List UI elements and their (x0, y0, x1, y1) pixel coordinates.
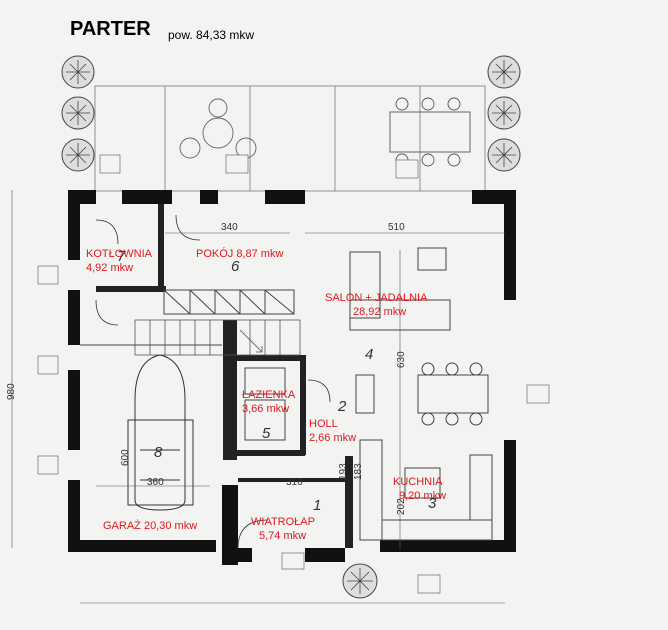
sofa (349, 247, 451, 414)
room-label-kuchnia: KUCHNIA 9,20 mkw (393, 475, 446, 503)
room-label-holl: HOLL 2,66 mkw (309, 417, 356, 445)
dimension-label: 316 (286, 477, 303, 488)
car-icon (127, 354, 194, 511)
dimension-label: 980 (6, 383, 17, 400)
room-name: SALON + JADALNIA (325, 292, 428, 304)
room-number: 4 (365, 346, 374, 363)
room-area: 3,66 mkw (242, 403, 290, 415)
room-area: 9,20 mkw (399, 490, 447, 502)
room-area: 5,74 mkw (259, 530, 307, 542)
room-area: 28,92 mkw (353, 306, 407, 318)
room-name: WIATROŁAP (251, 516, 315, 528)
doors (95, 214, 331, 549)
room-name: KOTŁOWNIA (86, 248, 153, 260)
dimension-label: 193 (338, 463, 349, 480)
dimension-label: 600 (120, 449, 131, 466)
room-name: HOLL (309, 418, 338, 430)
room-label-salon: SALON + JADALNIA 28,92 mkw (325, 291, 427, 319)
room-area: 2,66 mkw (309, 432, 357, 444)
stairs (134, 319, 301, 356)
room-label-lazienka: ŁAZIENKA 3,66 mkw (242, 388, 295, 416)
dimension-label: 340 (221, 222, 238, 233)
kitchen-counter (359, 439, 493, 541)
room-label-garaz: GARAŻ 20,30 mkw (103, 519, 197, 533)
dining-table (417, 362, 489, 426)
exterior-walls (68, 190, 516, 565)
terrace-dining-table (389, 97, 471, 167)
page-title: PARTER (70, 18, 151, 40)
terrace-table (179, 98, 257, 159)
room-area: 4,92 mkw (86, 262, 134, 274)
room-label-wiatrolap: WIATROŁAP 5,74 mkw (251, 515, 315, 543)
room-name: GARAŻ 20,30 mkw (103, 520, 198, 532)
room-number: 2 (338, 398, 347, 415)
room-number: 8 (154, 444, 163, 461)
room-number: 5 (262, 425, 271, 442)
room-name: KUCHNIA (393, 476, 443, 488)
dimension-lines (11, 190, 505, 604)
room-number: 6 (231, 258, 240, 275)
dimension-label: 360 (147, 477, 164, 488)
room-name: ŁAZIENKA (242, 389, 296, 401)
room-number: 1 (313, 497, 322, 514)
dimension-label: 630 (396, 351, 407, 368)
room-label-kotlownia: KOTŁOWNIA 4,92 mkw (86, 247, 152, 275)
page-subtitle: pow. 84,33 mkw (168, 28, 255, 42)
room-label-pokoj: POKÓJ 8,87 mkw (196, 247, 283, 261)
room-number: 3 (428, 495, 437, 512)
dimension-label: 202 (396, 498, 407, 515)
dimension-label: 510 (388, 222, 405, 233)
bathroom-fixtures (244, 367, 286, 441)
room-name: POKÓJ 8,87 mkw (196, 248, 284, 260)
terrace (94, 85, 486, 192)
dimension-label: 183 (353, 463, 364, 480)
window-markers (37, 154, 550, 594)
room-number: 7 (117, 248, 126, 265)
